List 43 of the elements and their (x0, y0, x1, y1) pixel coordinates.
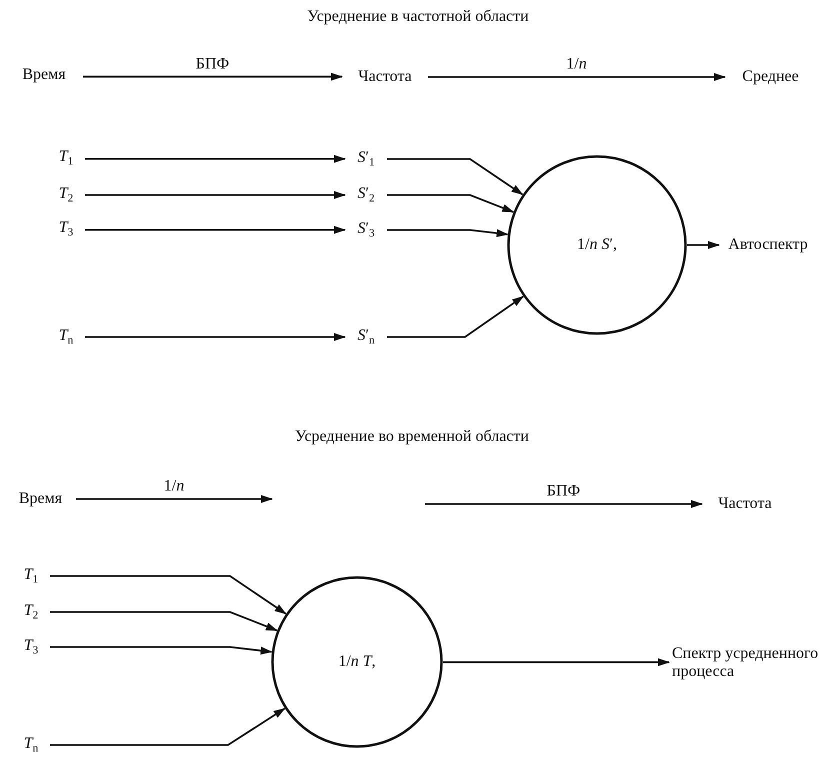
signal-label: Частота (358, 68, 412, 86)
arrow (85, 333, 346, 341)
signal-label: S′$_{n}$ (357, 327, 375, 347)
process-circle (271, 576, 443, 748)
signal-label: S′$_{3}$ (357, 220, 375, 240)
signal-label: T$_{n}$ (24, 735, 38, 755)
circle-label: 1/n T, (338, 653, 376, 671)
heading: Усреднение во временной области (295, 428, 529, 446)
arrow (443, 658, 670, 666)
signal-label: T$_{1}$ (58, 148, 74, 168)
arrow (85, 191, 346, 199)
process-circle (507, 155, 687, 335)
signal-label: T$_{n}$ (58, 327, 74, 347)
arrow (83, 72, 343, 81)
arrow (85, 154, 346, 163)
signal-label: S′$_{2}$ (357, 185, 375, 205)
arrow (50, 646, 273, 655)
arrow (428, 73, 726, 81)
heading: Усреднение в частотной области (307, 8, 529, 26)
signal-label: T$_{1}$ (24, 566, 38, 586)
arrow (387, 229, 509, 238)
arrow (387, 194, 514, 213)
signal-label: T$_{2}$ (58, 185, 74, 205)
arrow (387, 158, 524, 196)
signal-label: T$_{3}$ (58, 219, 74, 239)
arrow (687, 241, 720, 249)
arrow (50, 611, 278, 632)
signal-label: S′$_{1}$ (357, 149, 375, 169)
signal-label: Среднее (742, 68, 799, 86)
arrow (50, 708, 286, 746)
signal-label: T$_{2}$ (24, 602, 38, 622)
signal-label: Спектр усредненного процесса (672, 644, 820, 682)
signal-label: Время (22, 66, 66, 84)
arrow (425, 500, 703, 508)
arrow (85, 226, 346, 234)
signal-label: Частота (718, 495, 772, 513)
circle-label: 1/n S′, (577, 236, 617, 254)
signal-label: Автоспектр (728, 236, 808, 254)
arrow (50, 575, 287, 615)
arrow (387, 296, 524, 338)
signal-label: T$_{3}$ (24, 637, 38, 657)
signal-label: Время (18, 490, 62, 508)
arrow (76, 495, 273, 503)
